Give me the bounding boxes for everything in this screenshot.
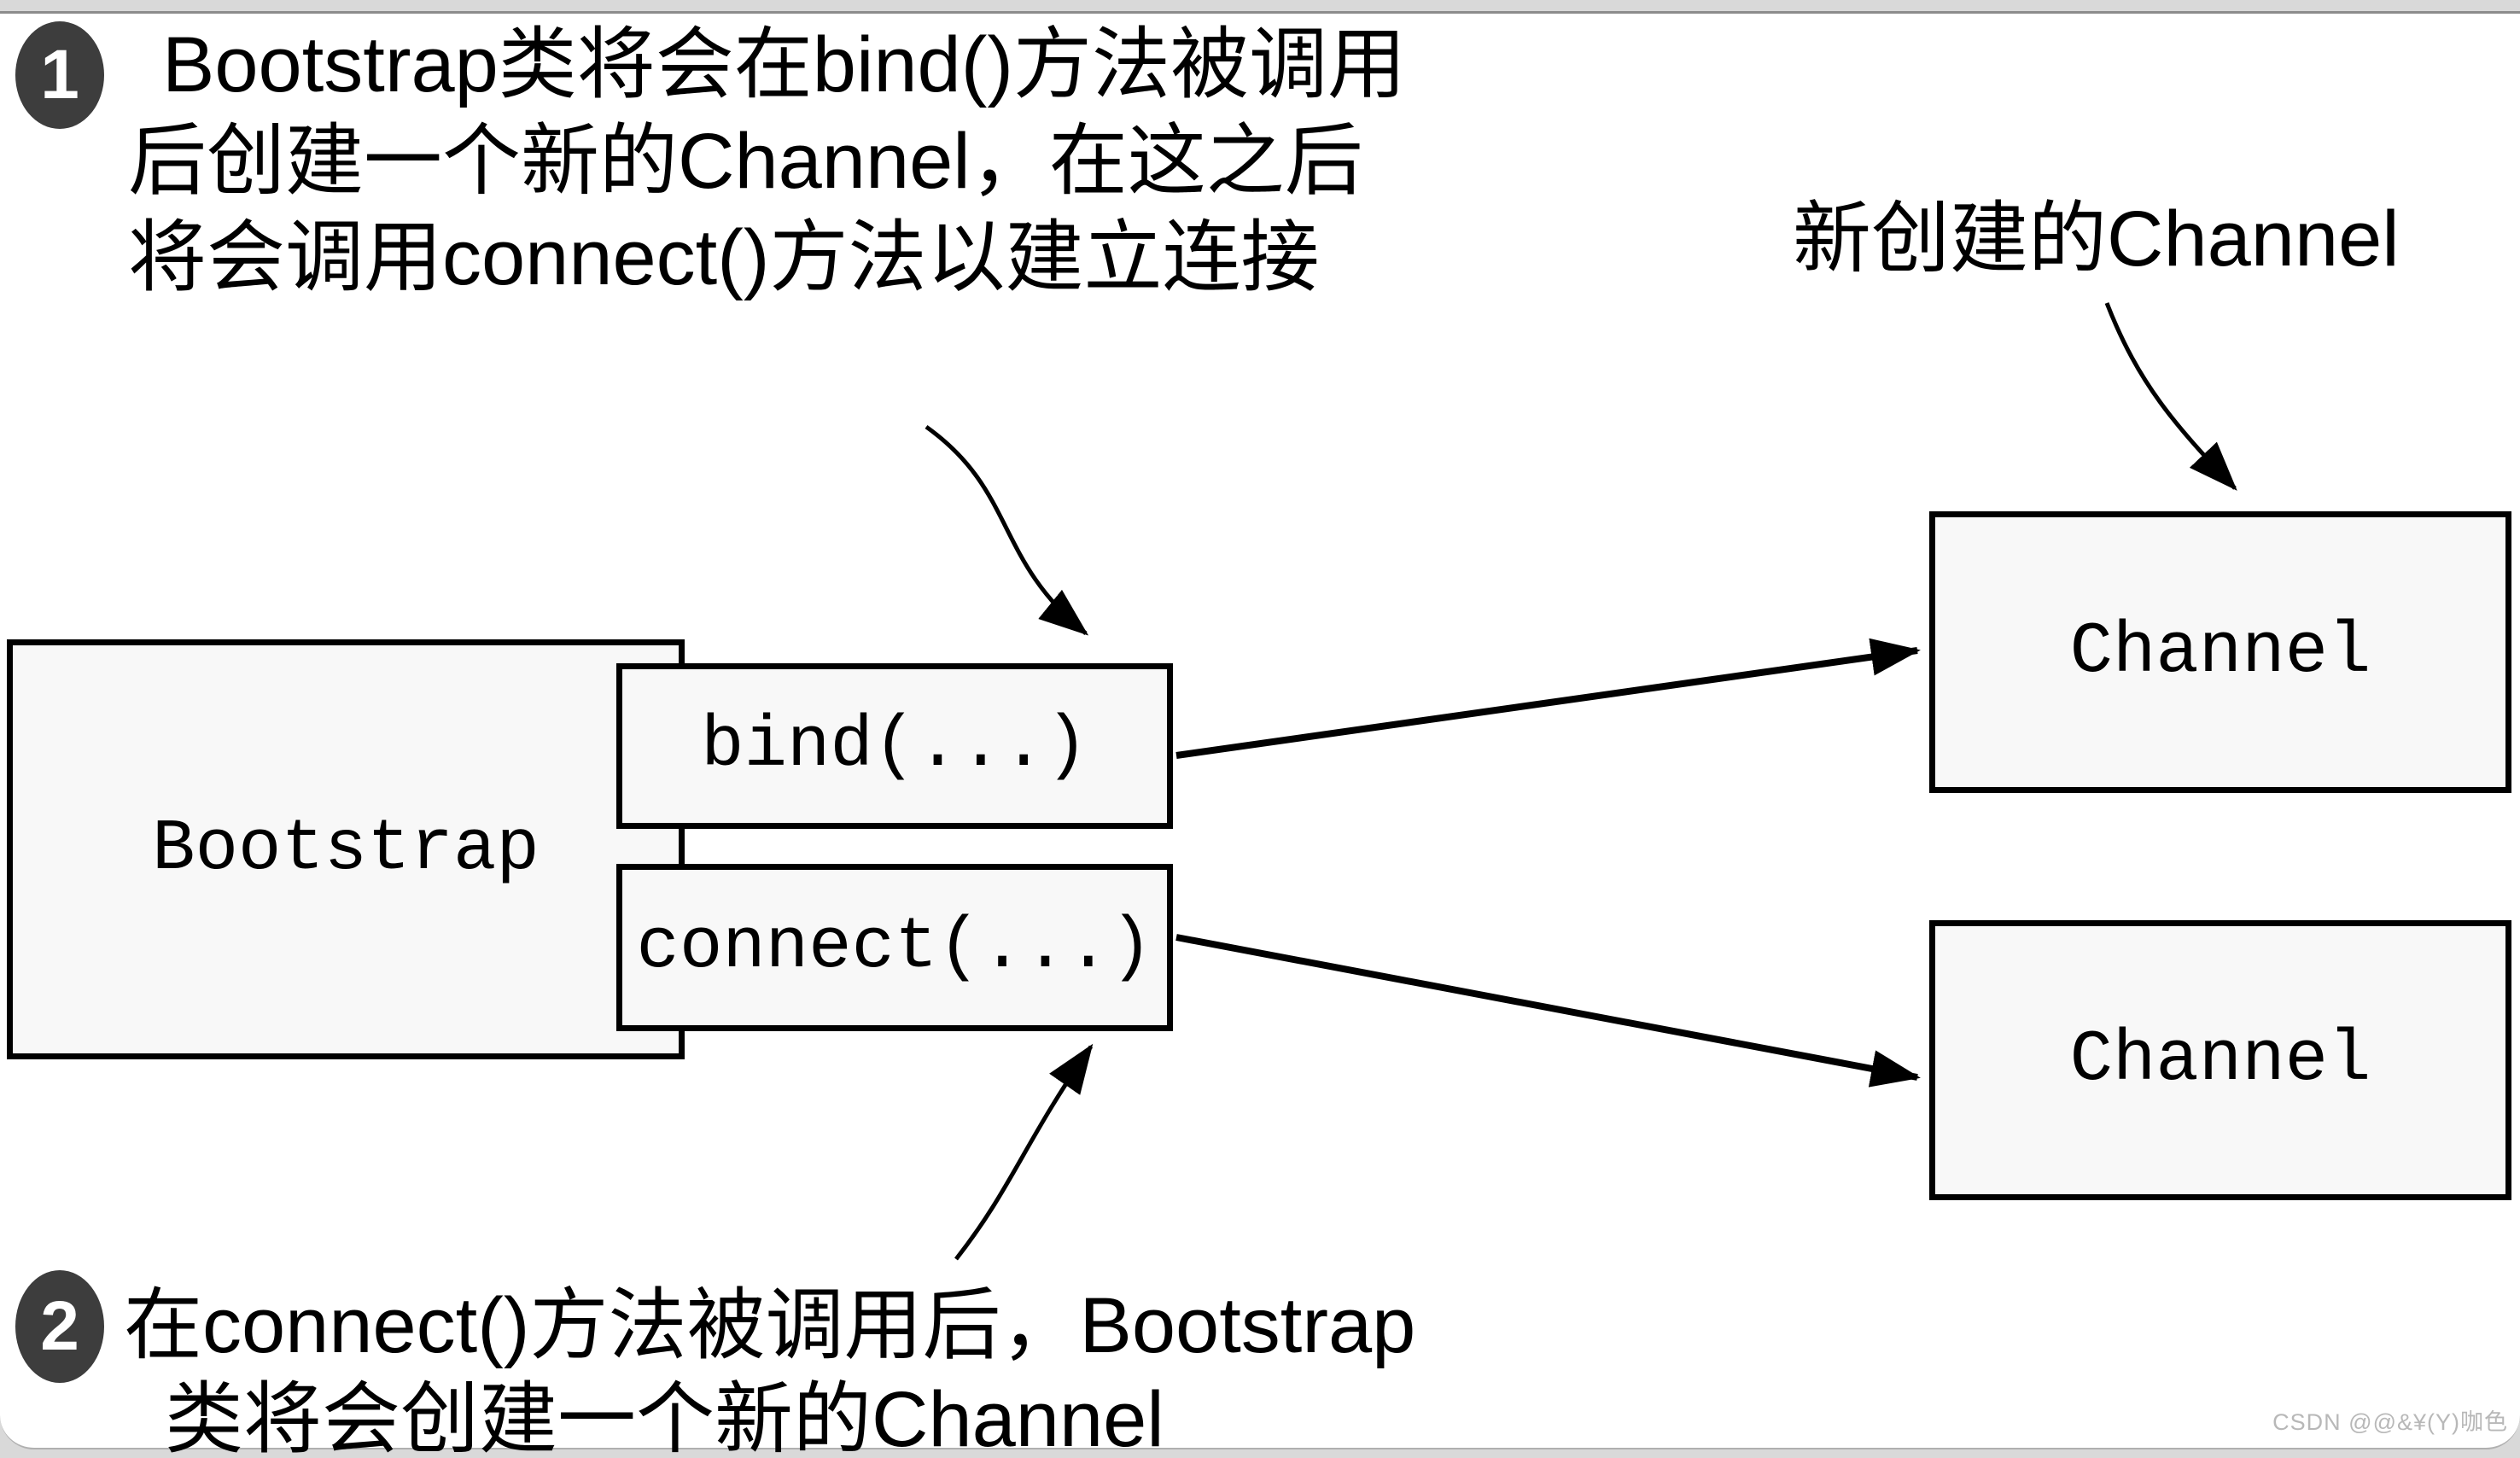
bind-method-box: bind(...) [616,663,1173,829]
step2-line1: 在connect()方法被调用后，Bootstrap [124,1282,1416,1369]
step1-line1: Bootstrap类将会在bind()方法被调用 [162,21,1406,108]
step2-badge-number: 2 [40,1287,79,1365]
channel-box-bottom-label: Channel [2069,1019,2371,1101]
connect-method-box: connect(...) [616,864,1173,1031]
channel-box-top: Channel [1929,511,2511,793]
new-channel-label: 新创建的Channel [1793,195,2400,283]
channel-box-top-label: Channel [2069,611,2371,693]
channel-box-bottom: Channel [1929,920,2511,1200]
csdn-watermark: CSDN @@&¥(Y)咖色 [2272,1409,2508,1435]
step2-annotation: 在connect()方法被调用后，Bootstrap 类将会创建一个新的Chan… [124,1279,1415,1458]
step1-line2: 后创建一个新的Channel，在这之后 [128,118,1363,205]
step1-badge-number: 1 [40,36,79,114]
step1-annotation: Bootstrap类将会在bind()方法被调用 后创建一个新的Channel，… [128,17,1406,306]
connect-method-label: connect(...) [636,907,1153,989]
step2-line2: 类将会创建一个新的Channel [165,1376,1164,1458]
bootstrap-box: Bootstrap [7,639,685,1059]
bootstrap-box-label: Bootstrap [152,808,540,890]
step1-line3: 将会调用connect()方法以建立连接 [128,214,1320,301]
bind-method-label: bind(...) [701,705,1088,787]
step1-badge: 1 [15,21,104,129]
step2-badge: 2 [15,1270,104,1383]
